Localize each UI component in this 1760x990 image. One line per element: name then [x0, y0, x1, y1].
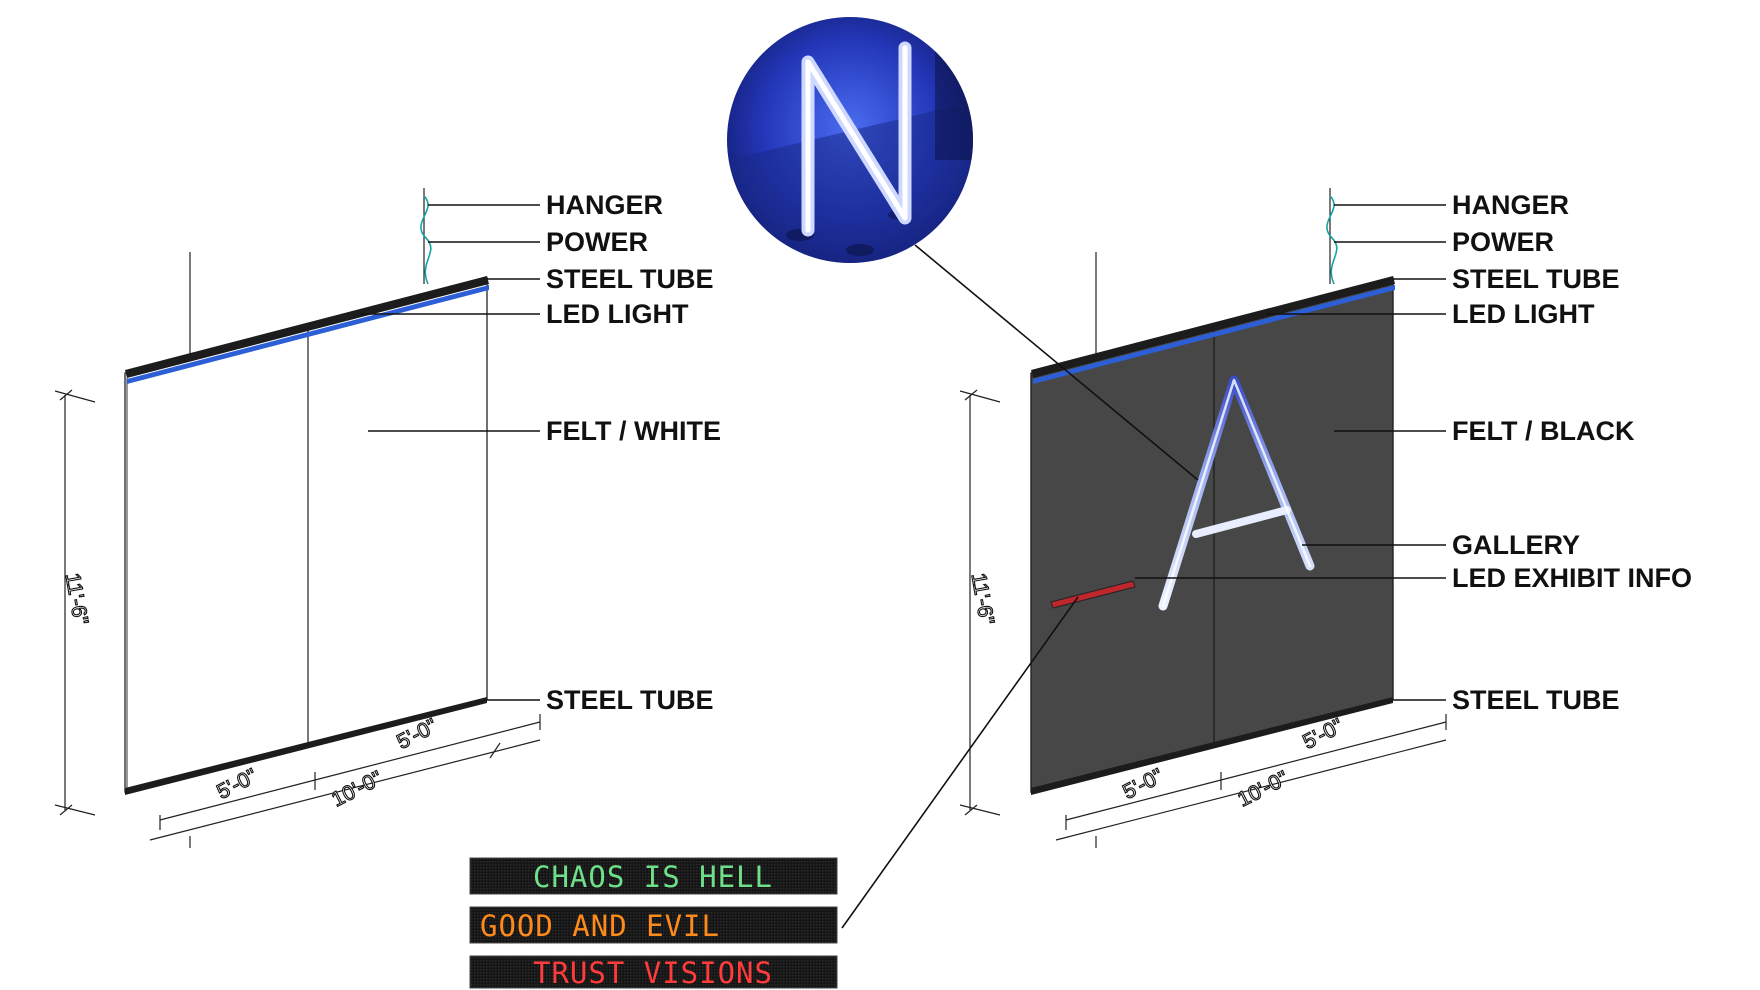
- inset-leader-line: [914, 244, 1199, 481]
- left-callout-steel-tube-top: STEEL TUBE: [546, 264, 714, 294]
- led-sign-trust-visions: TRUST VISIONS: [469, 955, 838, 990]
- left-panel: 11'-6" 5'-0" 5'-0" 10'-0" HANGER POWER S…: [54, 188, 721, 848]
- right-callout-steel-tube-top: STEEL TUBE: [1452, 264, 1620, 294]
- right-callout-hanger: HANGER: [1452, 190, 1569, 220]
- led-sign-good-and-evil: GOOD AND EVIL: [469, 906, 838, 944]
- right-steel-tube-top: [1031, 276, 1395, 378]
- right-callout-gallery: GALLERY: [1452, 530, 1580, 560]
- left-total-label: 10'-0": [328, 767, 386, 812]
- left-callout-felt: FELT / WHITE: [546, 416, 721, 446]
- right-height-dimension: 11'-6": [959, 389, 1001, 816]
- neon-inset-letter: N: [0, 0, 1, 1]
- right-callout-steel-tube-bottom: STEEL TUBE: [1452, 685, 1620, 715]
- left-callout-hanger: HANGER: [546, 190, 663, 220]
- neon-inset: N: [0, 0, 973, 263]
- right-callout-led-light: LED LIGHT: [1452, 299, 1595, 329]
- led-sign-text: TRUST VISIONS: [533, 956, 773, 990]
- neon-letter-a: [1158, 375, 1315, 611]
- led-exhibit-strip: [1050, 580, 1136, 609]
- left-power-cable: [420, 195, 432, 285]
- left-steel-tube-bottom: [125, 697, 487, 795]
- led-sign-text: GOOD AND EVIL: [480, 909, 720, 943]
- left-led-light: [127, 285, 489, 384]
- right-callout-led-exhibit-info: LED EXHIBIT INFO: [1452, 563, 1692, 593]
- right-callout-power: POWER: [1452, 227, 1554, 257]
- led-sign-leader-line: [841, 596, 1079, 929]
- right-steel-tube-bottom: [1031, 697, 1393, 795]
- led-sign-text: CHAOS IS HELL: [533, 860, 773, 894]
- left-callout-led-light: LED LIGHT: [546, 299, 689, 329]
- left-steel-tube-top: [125, 276, 489, 378]
- right-panel: 11'-6" 5'-0" 5'-0" 10'-0" HANGER POWER S…: [959, 188, 1692, 848]
- right-height-label: 11'-6": [967, 571, 999, 626]
- led-sign-chaos-is-hell: CHAOS IS HELL: [469, 857, 838, 895]
- right-total-label: 10'-0": [1234, 767, 1292, 812]
- left-callout-power: POWER: [546, 227, 648, 257]
- right-callout-felt: FELT / BLACK: [1452, 416, 1635, 446]
- left-callout-steel-tube-bottom: STEEL TUBE: [546, 685, 714, 715]
- right-led-light: [1033, 285, 1395, 384]
- right-power-cable: [1326, 195, 1338, 285]
- left-height-dimension: 11'-6": [54, 389, 96, 816]
